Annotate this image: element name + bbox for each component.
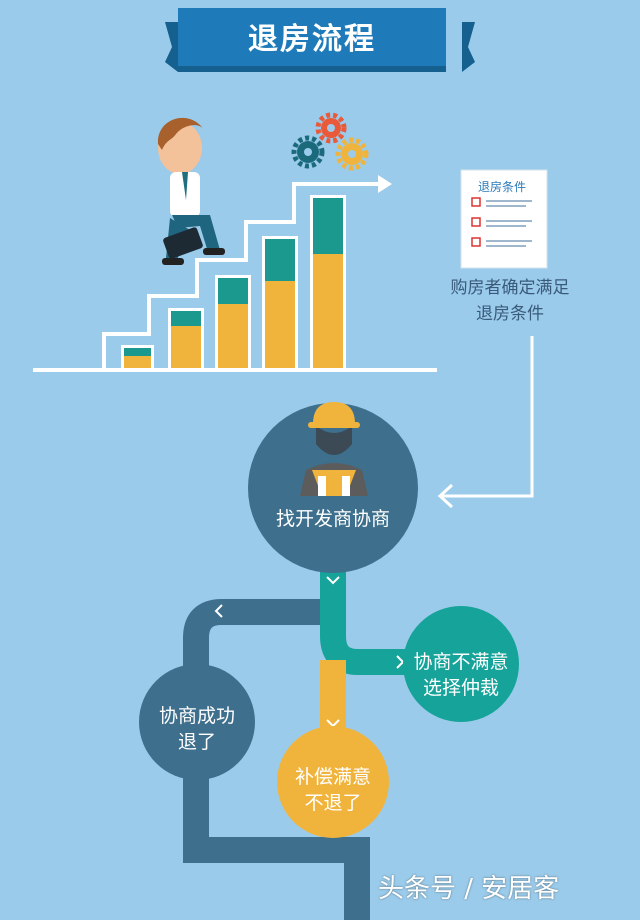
document-title: 退房条件 xyxy=(478,180,527,194)
compensation-circle xyxy=(277,726,389,838)
chevron-down-icon xyxy=(326,576,340,585)
flow-pipes xyxy=(183,560,420,920)
arbitration-circle xyxy=(403,606,519,722)
outcome-compensation-label: 补偿满意 不退了 xyxy=(294,766,371,814)
watermark-text: 头条号 / 安居客 xyxy=(378,874,560,904)
chevron-left-icon xyxy=(214,604,223,618)
page-title: 退房流程 xyxy=(248,22,376,57)
step-negotiate-label: 找开发商协商 xyxy=(275,508,390,530)
growth-stairs xyxy=(33,175,437,372)
chevron-right-icon xyxy=(396,655,405,669)
step-condition-label: 购房者确定满足 退房条件 xyxy=(450,278,570,324)
title-banner xyxy=(165,8,475,72)
document-checklist-icon xyxy=(460,169,548,269)
outcome-success-label: 协商成功 退了 xyxy=(158,705,235,753)
businessman-climbing-icon xyxy=(157,117,225,265)
arrow-head-icon xyxy=(378,175,392,193)
connector-arrow xyxy=(437,336,534,509)
success-circle xyxy=(139,664,255,780)
gear-icon xyxy=(291,112,369,171)
outcome-arbitration-label: 协商不满意 选择仲裁 xyxy=(413,651,509,699)
worker-helmet-icon xyxy=(300,402,368,496)
bar-group xyxy=(121,195,346,368)
